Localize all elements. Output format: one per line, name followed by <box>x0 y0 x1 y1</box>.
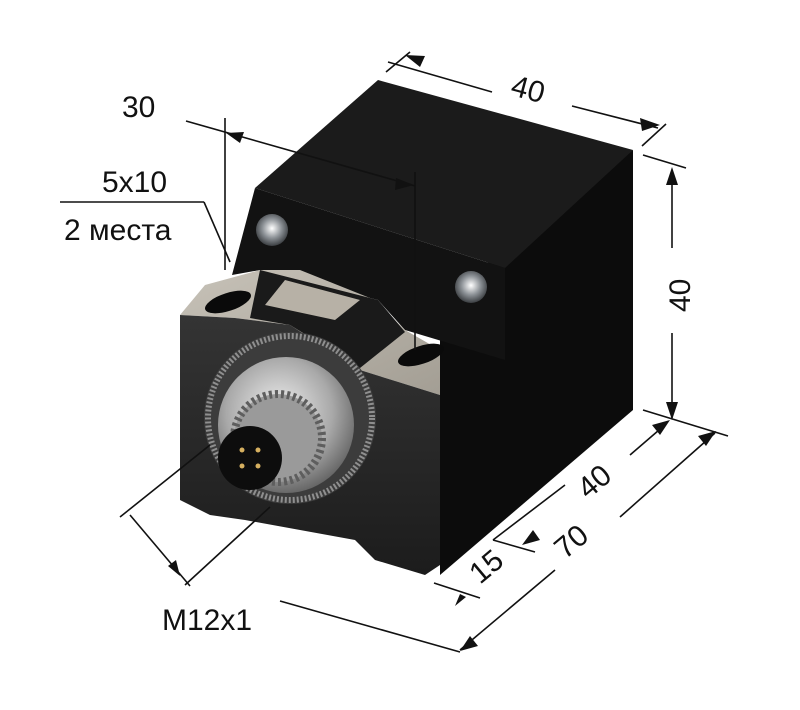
dim-base-offset: 15 <box>463 544 510 591</box>
dim-top-width: 40 <box>508 70 549 111</box>
connector-socket <box>218 426 282 490</box>
connector-pin <box>255 463 261 469</box>
dim-hole-spacing: 30 <box>122 91 155 124</box>
mount-slot-left <box>205 290 251 314</box>
screw-left-icon <box>256 214 288 246</box>
center-ridge-top <box>265 280 360 320</box>
head-top-face <box>255 80 633 268</box>
dim-slot-size: 5x10 <box>102 166 167 199</box>
dim-slot-count: 2 места <box>64 214 172 247</box>
dimension-lines <box>60 51 729 653</box>
screw-right-icon <box>455 271 487 303</box>
sensor-body <box>180 80 633 575</box>
connector-pin <box>239 447 245 453</box>
side-face <box>440 150 633 575</box>
mount-slot-right <box>398 343 444 367</box>
m12-connector <box>204 332 376 504</box>
dim-connector-thread: M12x1 <box>162 604 252 637</box>
dim-head-depth: 40 <box>571 459 618 506</box>
dim-total-length: 70 <box>548 519 595 566</box>
dim-height: 40 <box>664 279 697 312</box>
connector-pin <box>255 447 261 453</box>
head-front-face <box>232 188 505 360</box>
dimension-labels: 40 30 5x10 2 места 40 40 70 15 M12x1 <box>64 70 697 637</box>
connector-pin <box>239 463 245 469</box>
